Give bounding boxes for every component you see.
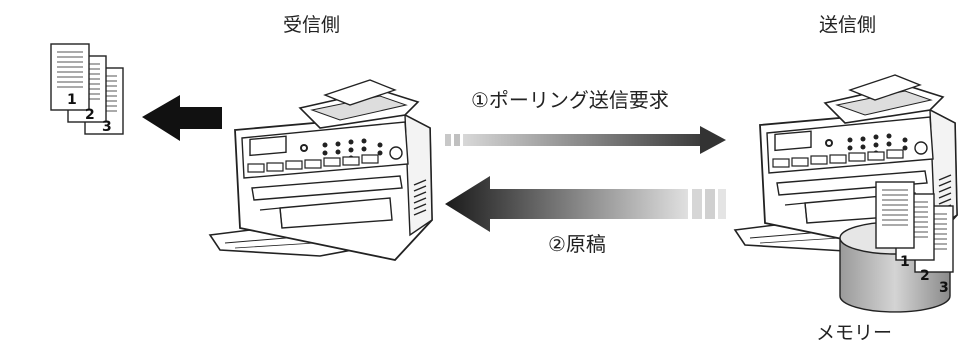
polling-request-label: ①ポーリング送信要求 (471, 88, 669, 112)
document-label: ②原稿 (548, 232, 606, 256)
stored-page-number-1: 1 (900, 254, 910, 270)
stored-pages-stack: 3 2 1 (875, 181, 954, 296)
stored-page-number-2: 2 (920, 268, 930, 284)
receiver-label: 受信側 (283, 14, 341, 36)
page-number-1: 1 (67, 92, 77, 108)
stored-page-1 (875, 181, 915, 249)
stored-page-number-3: 3 (939, 280, 949, 296)
polling-request-arrow (445, 126, 726, 154)
memory-label: メモリー (816, 322, 893, 344)
output-arrow-icon (142, 95, 222, 141)
page-number-3: 3 (102, 119, 112, 135)
printed-pages-stack: 3 2 1 (50, 43, 124, 135)
sender-label: 送信側 (819, 14, 877, 36)
document-transfer-arrow (445, 176, 726, 232)
receiver-fax-machine (209, 79, 433, 261)
page-number-2: 2 (85, 107, 95, 123)
